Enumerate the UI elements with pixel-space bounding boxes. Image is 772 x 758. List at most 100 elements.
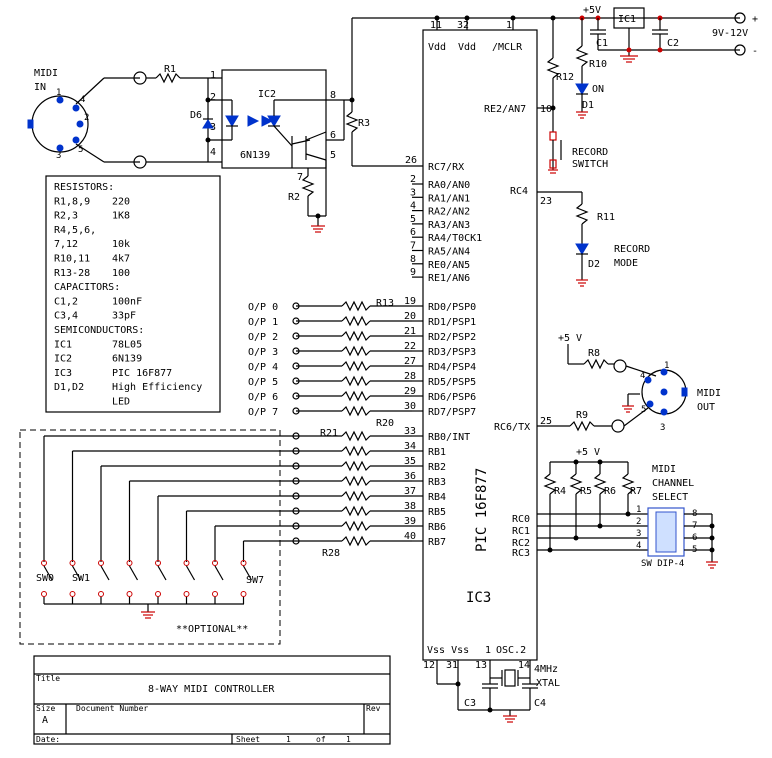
opto-pin7: 7 (297, 172, 303, 183)
optional-label: **OPTIONAL** (176, 624, 248, 635)
ch-l3: SELECT (652, 492, 688, 503)
sheet-val: 1 (286, 735, 291, 744)
ic3-pin-num: 36 (404, 471, 416, 482)
midi-out-pin3: 3 (660, 423, 665, 433)
pin13: 13 (475, 660, 487, 671)
rc7-pin-num: 26 (405, 155, 417, 166)
ic3-pin-label: RD0/PSP0 (428, 302, 476, 313)
ic3-pin-num: 3 (410, 187, 416, 198)
xtal-label: XTAL (536, 678, 560, 689)
opto-pin3: 3 (210, 122, 216, 133)
parts-list-value: High Efficiency (112, 382, 202, 393)
ic3-pin-label: RB1 (428, 447, 446, 458)
midi-in-pin1: 1 (56, 88, 61, 98)
parts-list-value: LED (112, 397, 130, 408)
opto-pin2: 2 (210, 92, 216, 103)
date-lbl: Date: (36, 735, 60, 744)
output-terminal (292, 347, 300, 355)
parts-list-key: R13-28 (54, 268, 90, 279)
dip-l4: 4 (636, 541, 641, 551)
optional-box (19, 429, 281, 645)
parts-list-key: R4,5,6, (54, 225, 96, 236)
title-text: 8-WAY MIDI CONTROLLER (148, 684, 275, 695)
ic3-pin-num: 30 (404, 401, 416, 412)
d1-label: D1 (582, 100, 594, 111)
r12-label: R12 (556, 72, 574, 83)
ic3-pin-num: 7 (410, 241, 416, 252)
pin31: 31 (446, 660, 458, 671)
parts-list-value: 33pF (112, 311, 136, 322)
ic3-name: IC3 (466, 590, 491, 606)
ic3-pin-num: 28 (404, 371, 416, 382)
r1-label: R1 (164, 64, 176, 75)
r4-label: R4 (554, 486, 566, 497)
re2-pin-num: 10 (540, 104, 552, 115)
of-lbl: of (316, 735, 326, 744)
pullup-resistors (543, 462, 635, 550)
d2-led-icon (575, 243, 589, 255)
ic1-label: IC1 (618, 14, 636, 25)
output-terminal (292, 362, 300, 370)
title-block (33, 655, 391, 745)
parts-list-value: 6N139 (112, 354, 142, 365)
rev-lbl: Rev (366, 704, 381, 713)
midi-in-sub: IN (34, 82, 46, 93)
midi-out-supply: +5 V (558, 333, 582, 344)
d1-on-label: ON (592, 84, 604, 95)
sw7-label: SW7 (246, 575, 264, 586)
parts-list-key: C1,2 (54, 296, 78, 307)
ic3-osc: OSC.2 (496, 645, 526, 656)
dip-part: SW DIP-4 (641, 559, 684, 569)
opto-pin4: 4 (210, 147, 216, 158)
midi-in-pin4: 4 (80, 95, 85, 105)
ic3-pin-label: RD6/PSP6 (428, 392, 476, 403)
ic3-pin32: 32 (457, 20, 469, 31)
ic3-pin-label: RA2/AN2 (428, 207, 470, 218)
xtal-freq: 4MHz (534, 664, 558, 675)
ic3-pin-label: RB7 (428, 537, 446, 548)
output-label: O/P 5 (248, 377, 278, 388)
output-label: O/P 3 (248, 347, 278, 358)
parts-list-key: RESISTORS: (54, 182, 114, 193)
ic3-left-pins: RA0/AN02RA1/AN13RA2/AN24RA3/AN35RA4/T0CK… (404, 174, 482, 548)
opto-pin8: 8 (330, 90, 336, 101)
output-label: O/P 1 (248, 317, 278, 328)
output-lines: O/P 0O/P 1O/P 2O/P 3O/P 4O/P 5O/P 6O/P 7 (248, 300, 412, 547)
output-label: O/P 6 (248, 392, 278, 403)
parts-list-key: SEMICONDUCTORS: (54, 325, 144, 336)
supply-plus-terminal (734, 12, 746, 24)
parts-list-key: CAPACITORS: (54, 282, 120, 293)
parts-list-value: 100 (112, 268, 130, 279)
ic3-pin-label: RB5 (428, 507, 446, 518)
ic3-vdd2: Vdd (458, 42, 476, 53)
rc1-pin: RC1 (512, 526, 530, 537)
sw1-label: SW1 (72, 573, 90, 584)
ic3-pin-num: 19 (404, 296, 416, 307)
ic3-pin1: 1 (506, 20, 512, 31)
parts-list-key: D1,D2 (54, 382, 84, 393)
c2-label: C2 (667, 38, 679, 49)
pin14: 14 (518, 660, 530, 671)
ic3-pin-num: 27 (404, 356, 416, 367)
ic3-mclr: /MCLR (492, 42, 523, 53)
size-val: A (42, 715, 48, 726)
midi-out-sub: OUT (697, 402, 715, 413)
dip-switch (647, 507, 685, 557)
ic2-opto (221, 69, 327, 169)
r13-label: R13 (376, 298, 394, 309)
opto-pin5: 5 (330, 150, 336, 161)
c1-label: C1 (596, 38, 608, 49)
output-terminal (292, 302, 300, 310)
ic3-pin-label: RD7/PSP7 (428, 407, 476, 418)
ic3-pin-num: 38 (404, 501, 416, 512)
dip-l1: 1 (636, 505, 641, 515)
ic3-vss: Vss Vss (427, 645, 469, 656)
ic3-pin-label: RB2 (428, 462, 446, 473)
midi-in-pin3: 3 (56, 151, 61, 161)
r7-label: R7 (630, 486, 642, 497)
ic3-pin-label: RE0/AN5 (428, 260, 470, 271)
ic3-pin-label: RE1/AN6 (428, 273, 470, 284)
parts-list-value: PIC 16F877 (112, 368, 172, 379)
